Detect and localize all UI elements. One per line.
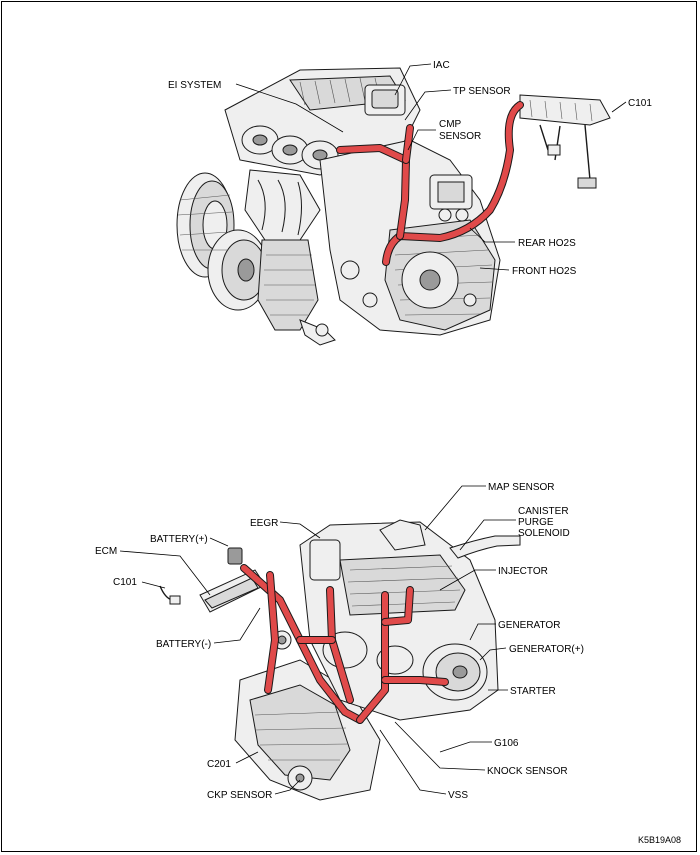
label-starter: STARTER: [510, 686, 556, 697]
label-battery-pos: BATTERY(+): [150, 534, 208, 545]
label-canister-line3: SOLENOID: [518, 528, 570, 539]
label-ecm: ECM: [95, 546, 117, 557]
bottom-canister-pipe: [449, 535, 521, 559]
label-c101-top: C101: [628, 98, 652, 109]
label-iac: IAC: [433, 60, 450, 71]
label-g106: G106: [494, 738, 519, 749]
label-rear-ho2s: REAR HO2S: [518, 238, 576, 249]
label-c201: C201: [207, 759, 231, 770]
label-canister-line1: CANISTER: [518, 506, 569, 517]
top-leader-lines: [235, 63, 627, 271]
label-map-sensor: MAP SENSOR: [488, 482, 555, 493]
top-c101-connector: [519, 94, 611, 189]
label-tp-sensor: TP SENSOR: [453, 86, 511, 97]
label-cmp-sensor-line2: SENSOR: [439, 131, 481, 142]
top-engine-illustration: [176, 67, 611, 346]
bottom-engine-illustration: [159, 519, 521, 801]
label-ei-system: EI SYSTEM: [168, 80, 221, 91]
bottom-c101-plug: [169, 595, 181, 605]
label-generator-pos: GENERATOR(+): [509, 644, 584, 655]
top-wiring-harness: [336, 101, 524, 266]
bottom-ecm-module: [199, 547, 266, 613]
top-exhaust-manifold: [244, 169, 336, 346]
figure-code: K5B19A08: [638, 835, 681, 845]
label-canister-line2: PURGE: [518, 517, 554, 528]
label-c101-bottom: C101: [113, 577, 137, 588]
label-cmp-sensor-line1: CMP: [439, 119, 462, 130]
label-generator: GENERATOR: [498, 620, 560, 631]
label-ckp-sensor: CKP SENSOR: [207, 790, 272, 801]
bottom-leader-lines: [119, 485, 516, 795]
label-battery-neg: BATTERY(-): [156, 639, 211, 650]
label-injector: INJECTOR: [498, 566, 548, 577]
label-eegr: EEGR: [250, 518, 278, 529]
label-front-ho2s: FRONT HO2S: [512, 266, 577, 277]
bottom-wiring-harness: [240, 564, 449, 724]
label-knock-sensor: KNOCK SENSOR: [487, 766, 568, 777]
label-vss: VSS: [448, 790, 468, 801]
